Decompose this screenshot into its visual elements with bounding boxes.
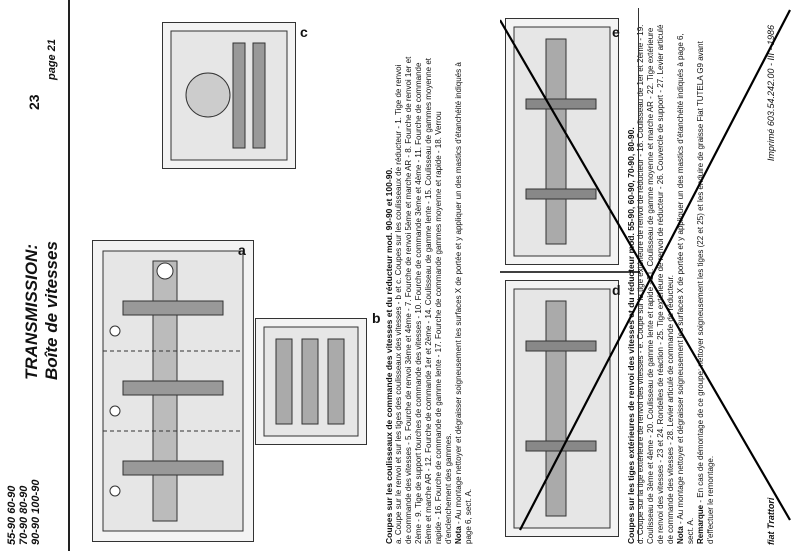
figure-b-drawing: [255, 318, 367, 445]
model-line-3: 90-90 100-90: [30, 479, 42, 545]
strike-line-2: [519, 9, 791, 531]
model-list: 55-90 60-90 70-90 80-90 90-90 100-90: [6, 365, 42, 545]
section1-note-label: Nota: [454, 526, 463, 544]
section1-heading: Coupes sur les coulisseaux de commande d…: [384, 167, 394, 544]
title-transmission: TRANSMISSION:: [22, 244, 41, 380]
figure-c-label: c: [300, 24, 308, 40]
figure-d-svg: [513, 288, 611, 529]
page-label: page 21: [46, 39, 58, 80]
section1-body: a. Coupe sur le renvoi et sur les tiges …: [394, 56, 453, 544]
page-number: 23: [26, 94, 42, 110]
model-line-1: 55-90 60-90: [6, 485, 18, 545]
page-header: 55-90 60-90 70-90 80-90 90-90 100-90 TRA…: [0, 0, 70, 551]
section1-note: Nota - Au montage nettoyer et dégraisser…: [454, 54, 474, 544]
figure-b-svg: [263, 326, 359, 437]
figure-a-label: a: [238, 242, 246, 258]
figure-c-drawing: [162, 22, 296, 169]
figure-e-drawing: [505, 18, 619, 265]
figure-d-drawing: [505, 280, 619, 537]
section1-text: Coupes sur les coulisseaux de commande d…: [384, 54, 474, 544]
strike-line-1: [500, 19, 791, 521]
section1-note-text: - Au montage nettoyer et dégraisser soig…: [454, 62, 473, 544]
figure-d-label: d: [612, 282, 621, 298]
figure-b-label: b: [372, 310, 381, 326]
figure-e-label: e: [612, 24, 620, 40]
column-divider: [638, 8, 639, 543]
section-title: TRANSMISSION: Boîte de vitesses: [22, 150, 62, 380]
figure-a-drawing: [92, 240, 254, 542]
figure-a-svg: [102, 250, 244, 532]
strikeout-marks: [500, 9, 791, 531]
model-line-2: 70-90 80-90: [18, 485, 30, 545]
figure-c-svg: [170, 30, 288, 161]
subtitle-gearbox: Boîte de vitesses: [42, 241, 61, 380]
header-divider: [68, 0, 70, 551]
figure-e-svg: [513, 26, 611, 257]
